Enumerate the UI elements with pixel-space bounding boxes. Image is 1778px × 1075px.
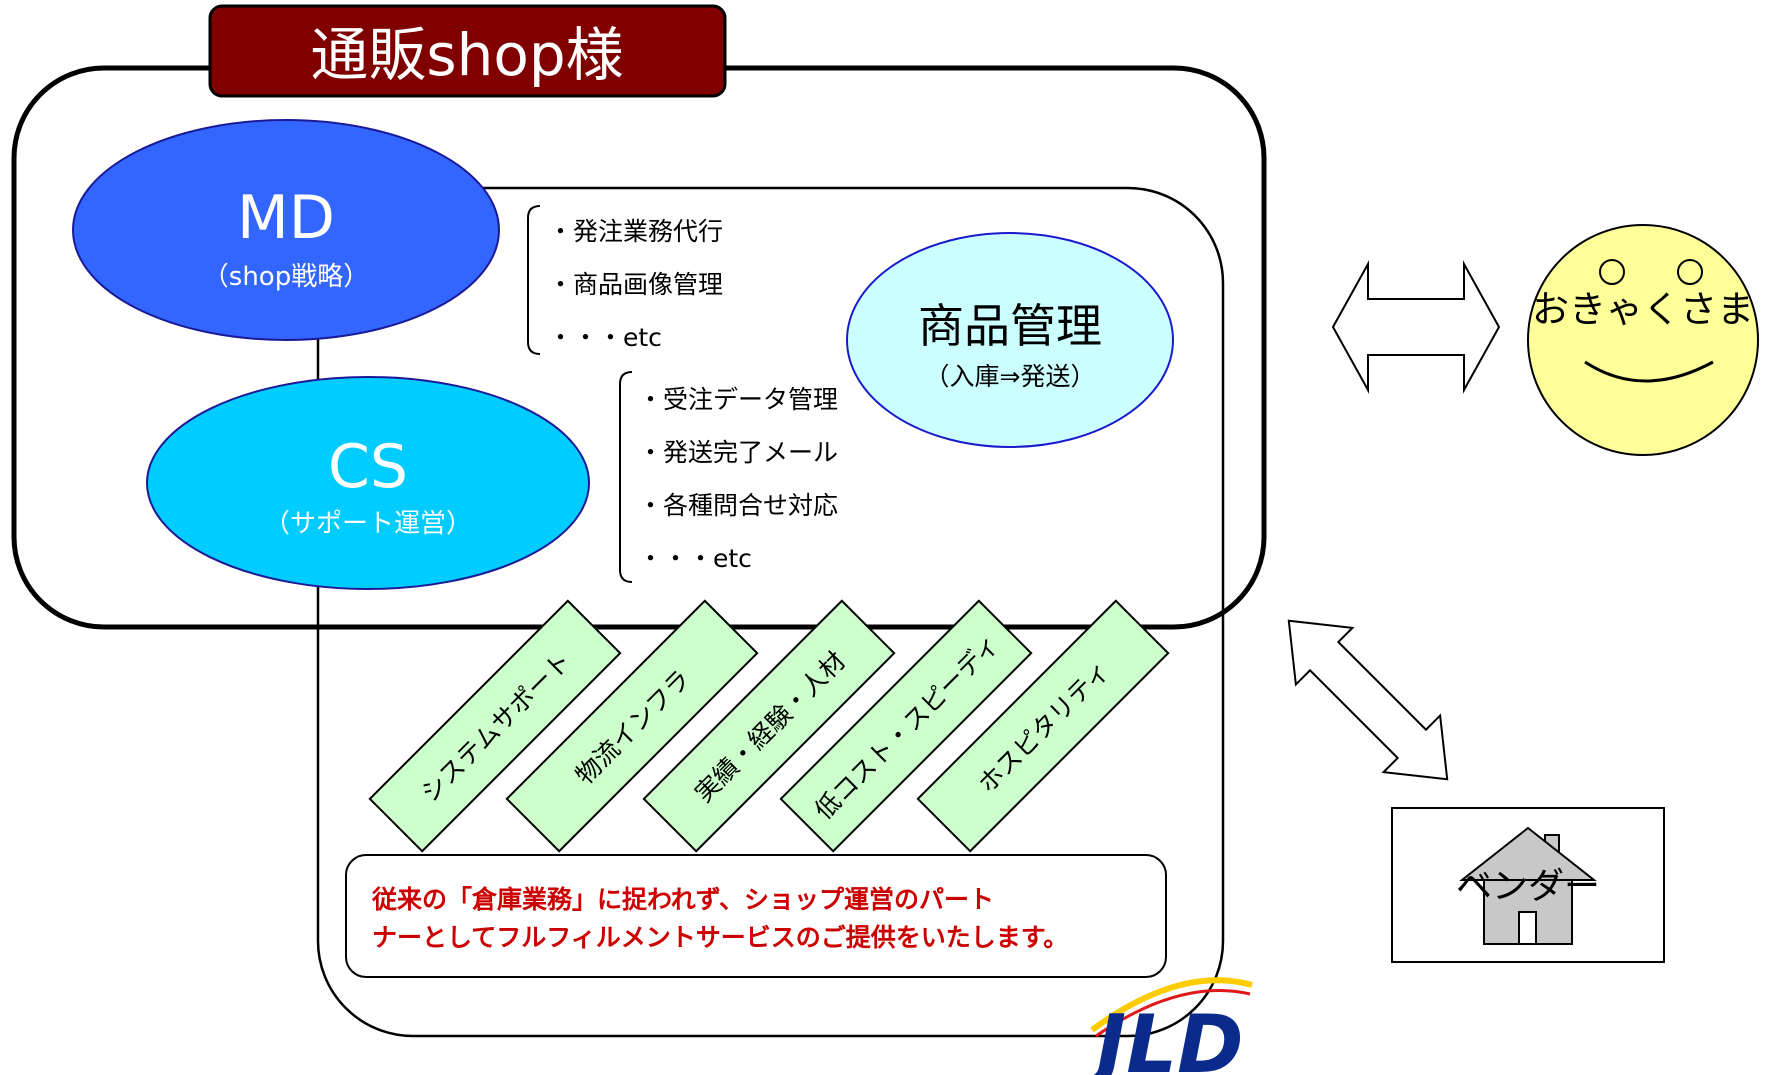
message-line-2: ナーとしてフルフィルメントサービスのご提供をいたします。: [372, 923, 1068, 952]
shop-title: 通販shop様: [310, 21, 623, 89]
cs-node: CS （サポート運営）: [146, 376, 590, 590]
md-task-bracket: [527, 205, 541, 355]
smiley-eye-icon: [1599, 259, 1625, 285]
vendor-double-arrow: [1287, 619, 1449, 781]
cs-title: CS: [328, 432, 408, 502]
logo-text: JLD: [1082, 998, 1243, 1075]
md-task-item: ・発注業務代行: [548, 217, 723, 246]
pillar: 物流インフラ: [505, 599, 759, 853]
cs-task-item: ・発送完了メール: [638, 438, 838, 467]
message-line-1: 従来の「倉庫業務」に捉われず、ショップ運営のパート: [371, 885, 994, 914]
product-title: 商品管理: [918, 299, 1102, 353]
smiley-mouth-icon: [1584, 360, 1714, 383]
vendor-label: ベンダー: [1456, 866, 1600, 907]
cs-task-item: ・受注データ管理: [638, 385, 838, 414]
customer-label: おきゃくさま: [1532, 288, 1754, 331]
logo-swoosh-accent: [1095, 989, 1251, 1038]
product-management-node: 商品管理 （入庫⇒発送）: [846, 232, 1174, 448]
cs-subtitle: （サポート運営）: [264, 509, 472, 539]
md-subtitle: （shop戦略）: [203, 262, 369, 292]
logo-swoosh: [1090, 977, 1253, 1033]
cs-task-list: ・受注データ管理 ・発送完了メール ・各種問合せ対応 ・・・etc: [638, 385, 838, 573]
customer-double-arrow: [1331, 260, 1501, 394]
jld-logo: JLD: [1082, 977, 1253, 1075]
cs-task-item: ・各種問合せ対応: [638, 491, 838, 520]
md-task-item: ・・・etc: [548, 323, 662, 352]
md-task-item: ・商品画像管理: [548, 270, 723, 299]
vendor-node: ベンダー: [1391, 807, 1665, 963]
cs-task-bracket: [619, 371, 633, 583]
shop-title-tab: 通販shop様: [208, 4, 727, 98]
cs-task-item: ・・・etc: [638, 544, 752, 573]
house-icon: [1459, 826, 1597, 945]
md-title: MD: [237, 183, 335, 253]
smiley-eye-icon: [1677, 259, 1703, 285]
md-task-list: ・発注業務代行 ・商品画像管理 ・・・etc: [548, 217, 723, 352]
product-subtitle: （入庫⇒発送）: [925, 362, 1096, 391]
message-box: 従来の「倉庫業務」に捉われず、ショップ運営のパート ナーとしてフルフィルメントサ…: [345, 854, 1167, 978]
md-node: MD （shop戦略）: [72, 119, 500, 341]
customer-node: おきゃくさま: [1527, 224, 1759, 456]
